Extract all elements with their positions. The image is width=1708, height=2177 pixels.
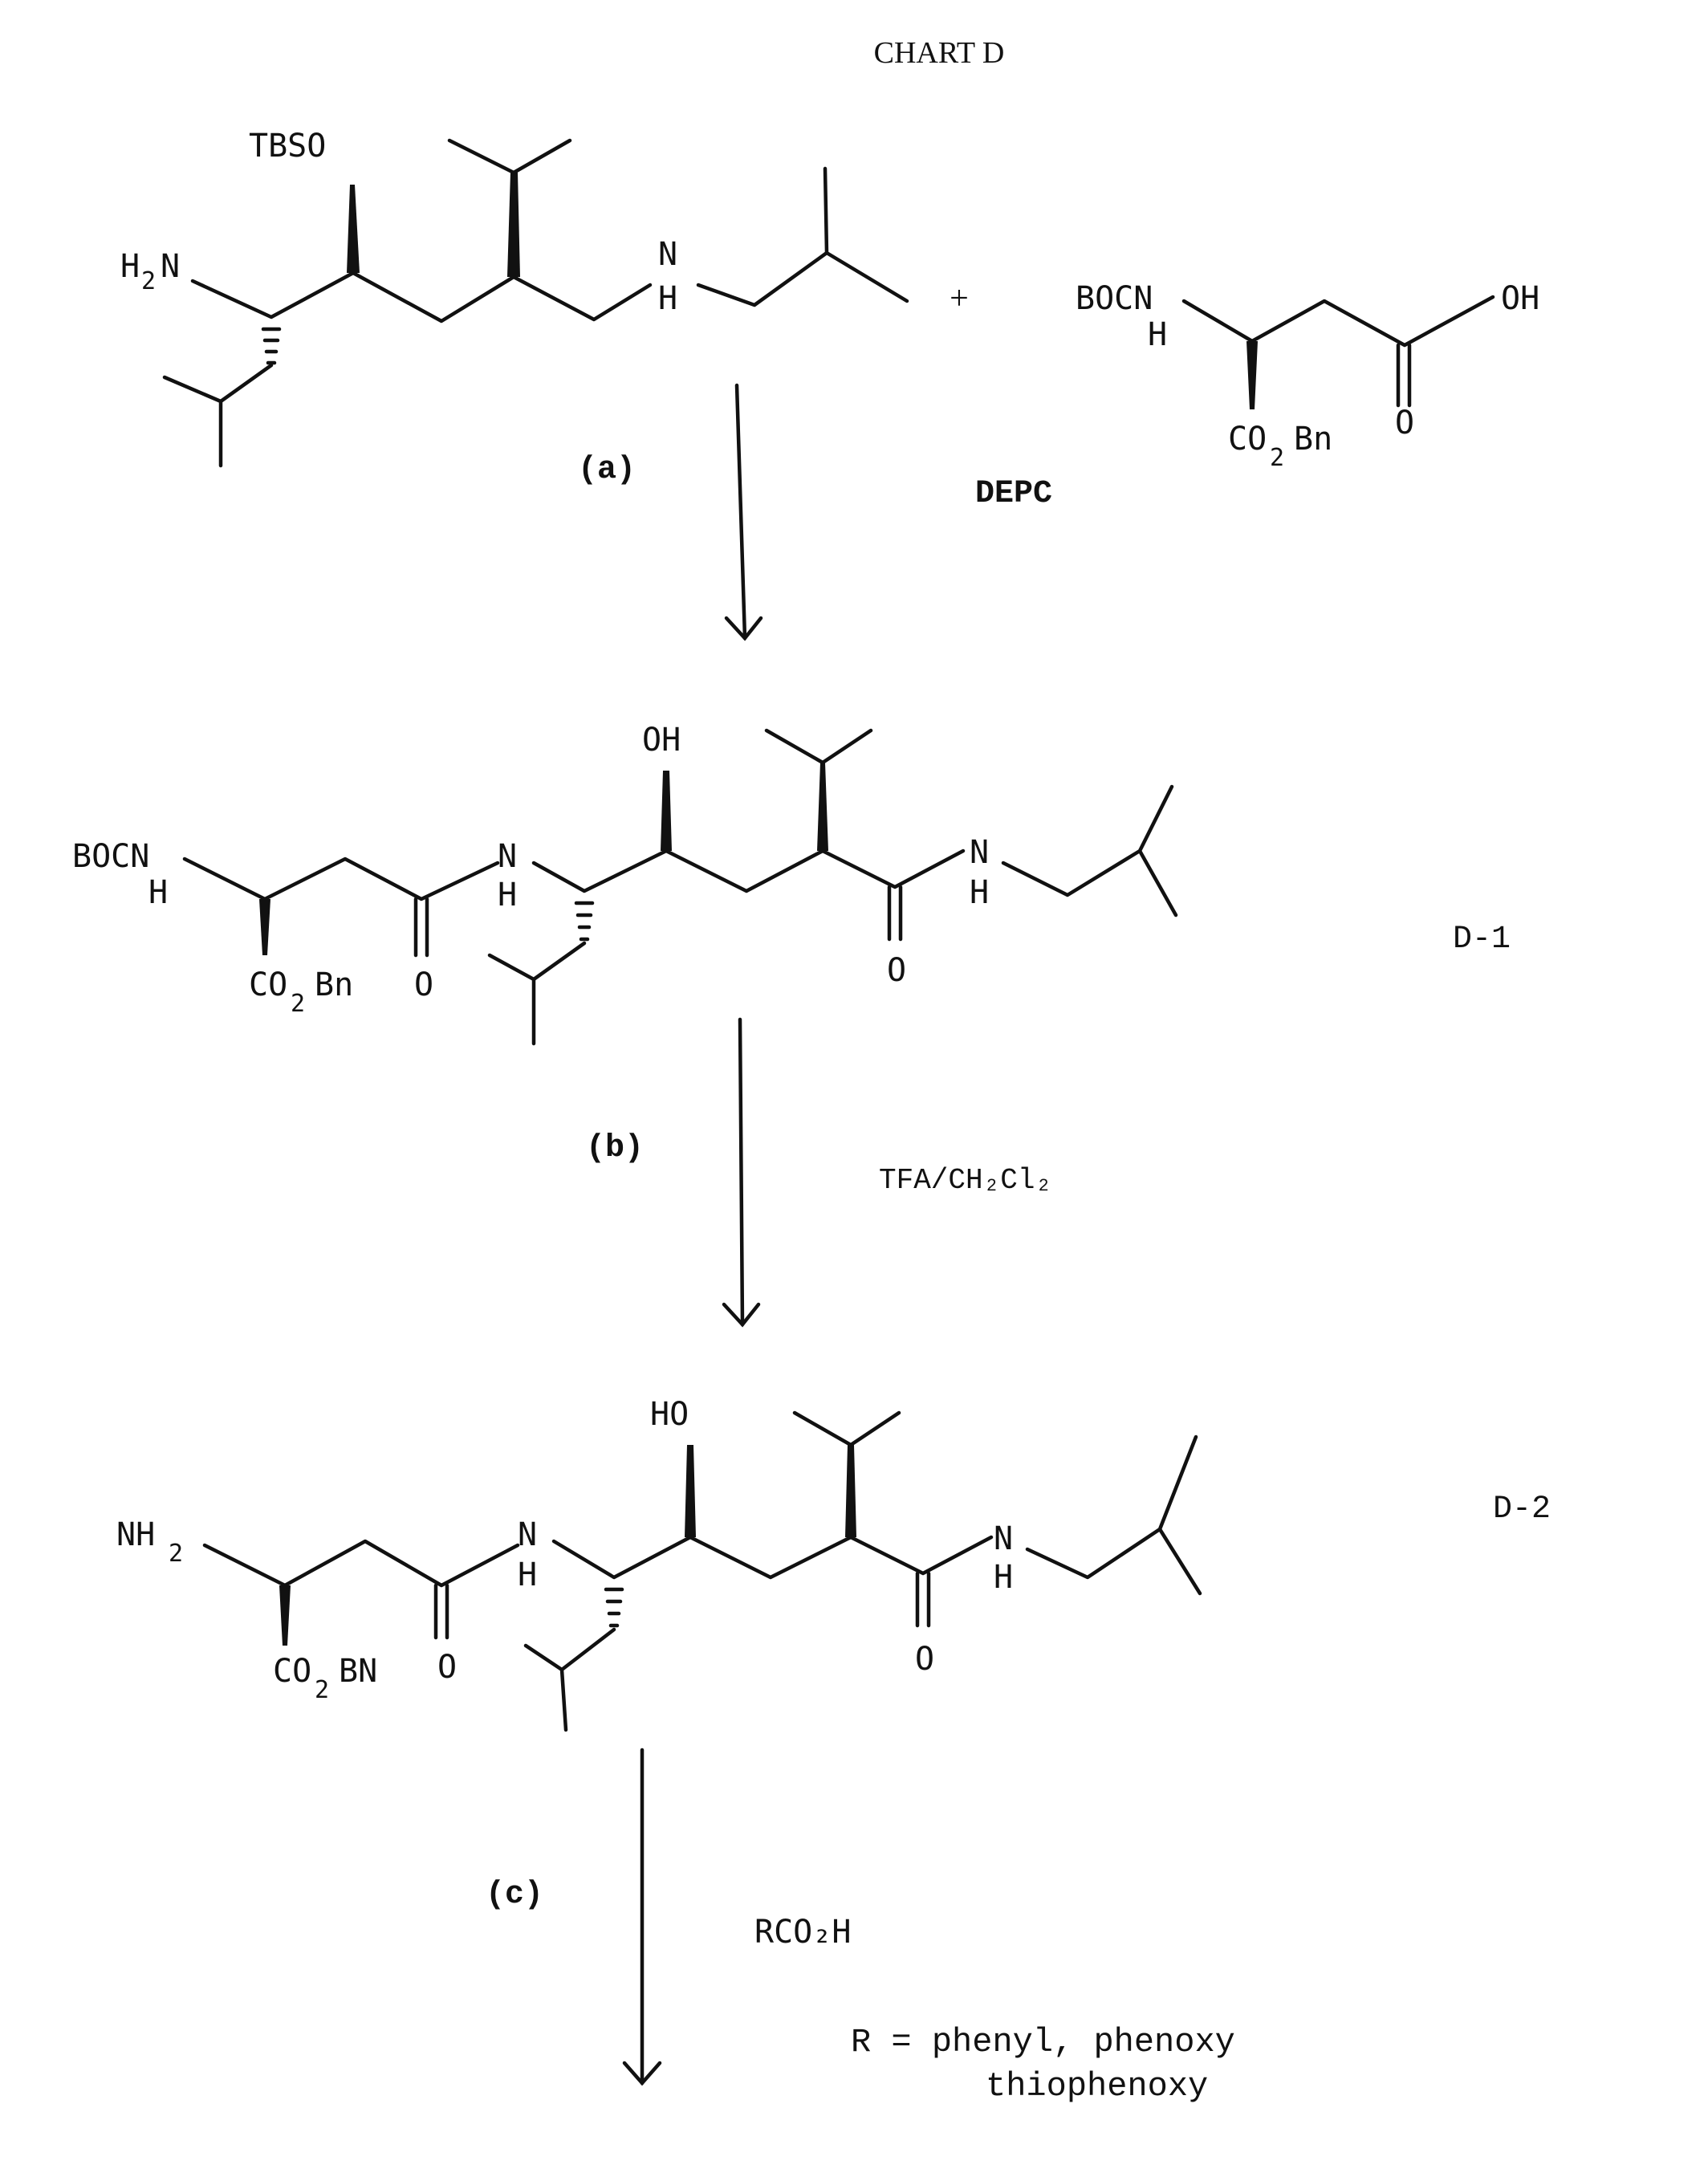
step-c-note-line1: R = phenyl, phenoxy xyxy=(851,2023,1235,2061)
d2-o2: O xyxy=(915,1641,934,1678)
d1-h2: H xyxy=(970,874,989,911)
plus-sign: + xyxy=(950,280,969,317)
step-a-label: (a) xyxy=(578,452,636,488)
d2-isopropyl xyxy=(795,1413,899,1445)
d1-n1: N xyxy=(498,838,517,875)
step-c-reagent: RCO₂H xyxy=(754,1914,851,1951)
d1-bn: Bn xyxy=(315,966,353,1003)
acid-backbone xyxy=(1184,297,1493,345)
starting-amine-structure: H 2 N TBSO N H xyxy=(120,128,907,466)
step-b-reagent: TFA/CH₂Cl₂ xyxy=(879,1164,1052,1197)
d2-ho-wedge xyxy=(685,1445,696,1537)
chart-title: CHART D xyxy=(874,36,1005,70)
acid-o-label: O xyxy=(1395,405,1414,442)
d2-carbonyl-1 xyxy=(436,1585,447,1638)
isobutyl-lower xyxy=(165,365,271,466)
d2-co: CO xyxy=(273,1653,311,1690)
step-b-label: (b) xyxy=(586,1130,644,1166)
amine-nh-n: N xyxy=(658,236,677,273)
tbso-label: TBSO xyxy=(249,128,326,165)
wedge-bond xyxy=(347,185,360,273)
d2-ho: HO xyxy=(650,1396,689,1433)
d1-oh: OH xyxy=(642,722,681,759)
d1-co-sub: 2 xyxy=(291,990,305,1018)
amine-n-label: N xyxy=(161,248,180,285)
d2-co-sub: 2 xyxy=(315,1676,329,1704)
isopropyl-group xyxy=(449,140,570,173)
isobutyl-branch xyxy=(825,169,827,253)
acid-h-label: H xyxy=(1148,316,1167,353)
d1-n2: N xyxy=(970,834,989,871)
d1-isopropyl-wedge xyxy=(817,763,828,851)
compound-d1-structure: BOCN H CO 2 Bn O N H OH O N H xyxy=(72,722,1176,1044)
d1-o2: O xyxy=(887,952,906,989)
d1-isopropyl xyxy=(767,730,871,763)
d1-left-chain xyxy=(185,859,498,899)
d2-hashed-bond xyxy=(606,1589,622,1626)
acid-bn-label: Bn xyxy=(1294,421,1332,458)
d2-carbonyl-2 xyxy=(917,1573,929,1626)
acid-oh-label: OH xyxy=(1501,280,1539,317)
d2-isopropyl-wedge xyxy=(845,1445,856,1537)
d1-carbonyl-1 xyxy=(416,899,427,955)
d1-wedge-left xyxy=(259,899,270,955)
d2-nh-sub: 2 xyxy=(169,1540,183,1568)
d1-main-chain xyxy=(534,851,963,891)
d2-h2: H xyxy=(994,1559,1013,1596)
acid-co-sub: 2 xyxy=(1270,444,1284,472)
isobutyl-chain xyxy=(698,253,907,305)
d1-bocn: BOCN xyxy=(72,838,149,875)
d1-hashed-bond xyxy=(576,903,592,939)
d1-bocn-h: H xyxy=(148,874,168,911)
d1-oh-wedge xyxy=(661,771,672,851)
d1-isobutyl xyxy=(490,943,584,1044)
step-c-label: (c) xyxy=(486,1877,543,1913)
acid-carbonyl-double xyxy=(1398,345,1409,405)
boc-aspartate-structure: BOCN H OH O CO 2 Bn xyxy=(1076,280,1539,472)
step-a-reagent: DEPC xyxy=(975,476,1052,512)
d2-n1: N xyxy=(518,1516,537,1553)
amine-nh-h: H xyxy=(658,280,677,317)
d2-n2: N xyxy=(994,1520,1013,1557)
step-c-note-line2: thiophenoxy xyxy=(986,2067,1208,2106)
arrow-b-shaft xyxy=(740,1019,742,1325)
d2-left-chain xyxy=(205,1541,518,1585)
compound-d1-label: D-1 xyxy=(1453,922,1511,958)
acid-co-label: CO xyxy=(1228,421,1267,458)
wedge-bond-isopropyl xyxy=(507,173,520,277)
d1-o1: O xyxy=(414,966,433,1003)
d2-isobutyl xyxy=(526,1630,614,1730)
d2-h1: H xyxy=(518,1556,537,1593)
d1-carbonyl-2 xyxy=(889,887,901,939)
acid-bocn-label: BOCN xyxy=(1076,280,1153,317)
d2-wedge-left xyxy=(279,1585,291,1646)
d1-co: CO xyxy=(249,966,287,1003)
compound-d2-label: D-2 xyxy=(1493,1491,1551,1528)
d1-isobutylamide xyxy=(1003,787,1176,915)
acid-wedge xyxy=(1246,341,1258,409)
arrow-a-shaft xyxy=(737,385,745,638)
amine-subscript: 2 xyxy=(141,267,156,295)
d2-nh: NH xyxy=(116,1516,155,1553)
d2-o1: O xyxy=(437,1649,457,1686)
amine-backbone xyxy=(193,273,650,321)
d2-bn: BN xyxy=(339,1653,377,1690)
d2-main-chain xyxy=(554,1537,991,1577)
hashed-bond xyxy=(263,329,279,363)
amine-h-label: H xyxy=(120,248,140,285)
compound-d2-structure: NH 2 CO 2 BN O N H HO O N H xyxy=(116,1396,1200,1730)
d2-isobutylamide xyxy=(1027,1437,1200,1593)
d1-h1: H xyxy=(498,877,517,914)
